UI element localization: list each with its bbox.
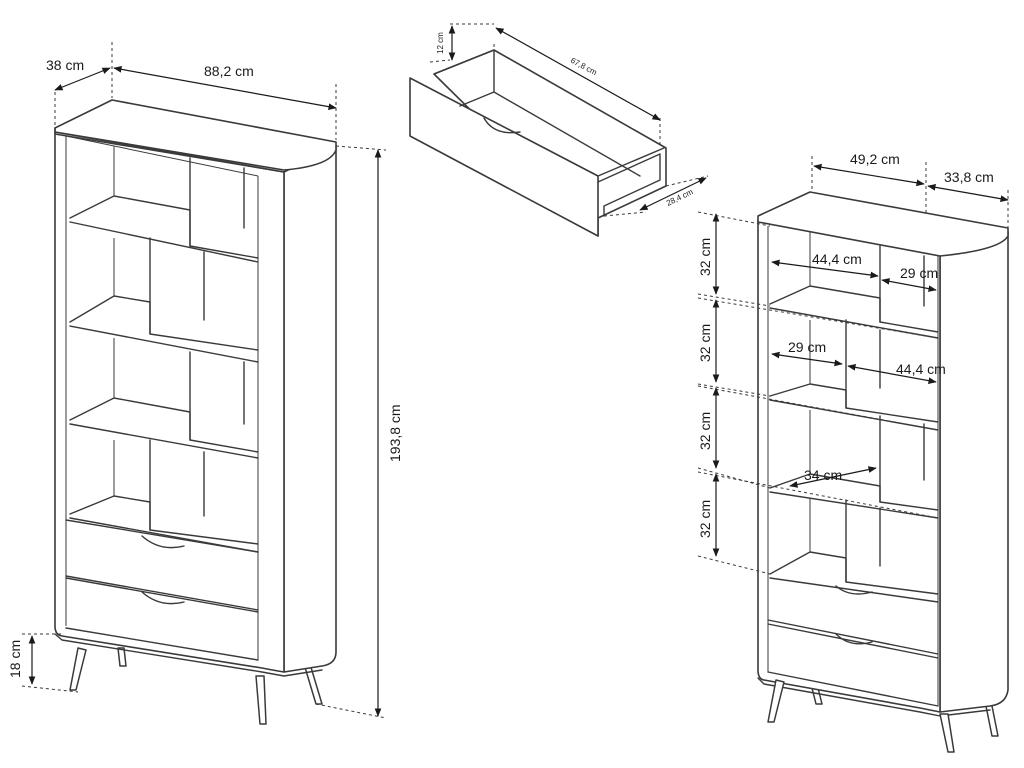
row1-large-width-label: 44,4 cm [812,251,862,267]
right-drawer-handle-2 [835,633,873,645]
row1-small-width-label: 29 cm [900,265,938,281]
drawer-detail: 12 cm 67,8 cm 28,4 cm [409,23,709,237]
shelf-height-label-3: 32 cm [697,412,713,450]
left-back-leg-1 [117,647,127,667]
row2-small-width-label: 29 cm [788,339,826,355]
right-top-panel [757,191,1009,257]
left-front-face [54,131,285,673]
shelf-height-label-2: 32 cm [697,324,713,362]
left-bookcase [54,99,337,725]
drawer-front-height-label: 12 cm [436,32,445,54]
drawer-front [409,77,599,237]
right-depth-label: 33,8 cm [944,169,994,185]
right-front-face [757,219,941,713]
left-dimensions: 38 cm 88,2 cm 193,8 cm 18 cm [7,42,403,719]
left-drawer-handle-1 [141,535,185,549]
right-side-panel [939,231,1009,713]
left-side-panel [283,145,337,673]
left-height-label: 193,8 cm [387,404,403,462]
right-bookcase [757,191,1009,753]
left-leg-height-label: 18 cm [7,640,23,678]
drawer-length-label: 67,8 cm [569,56,599,77]
shelf-height-label-1: 32 cm [697,238,713,276]
row3-depth-label: 34 cm [804,467,842,483]
left-drawer-handle-2 [141,591,185,605]
shelf-height-label-4: 32 cm [697,500,713,538]
left-depth-label: 38 cm [46,57,84,73]
left-front-leg-1 [69,647,87,691]
right-width-label: 49,2 cm [850,151,900,167]
row2-large-width-label: 44,4 cm [896,361,946,377]
left-width-label: 88,2 cm [204,63,254,79]
left-front-leg-2 [255,675,267,725]
right-dimensions: 49,2 cm 33,8 cm 32 cm 32 cm 32 cm 32 cm … [697,151,1009,575]
right-front-leg-2 [939,713,955,753]
right-drawer-handle-1 [835,585,873,595]
right-front-leg-1 [767,679,785,723]
